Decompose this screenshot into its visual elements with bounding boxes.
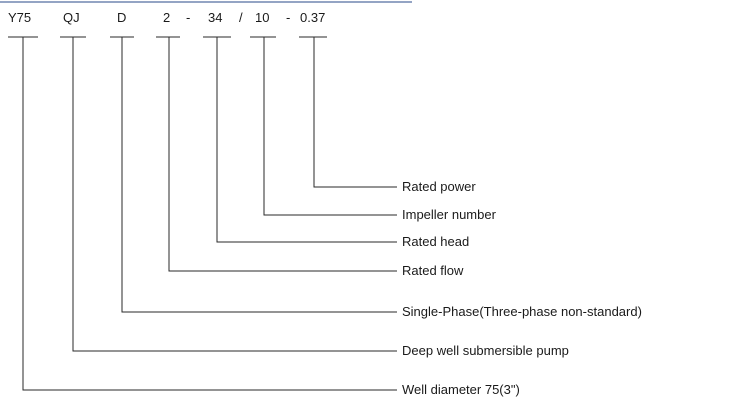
code-segment-phase: D bbox=[117, 10, 126, 25]
desc-phase: Single-Phase(Three-phase non-standard) bbox=[402, 304, 642, 319]
connector-well-diameter bbox=[22, 37, 397, 391]
code-separator-dash-1: - bbox=[186, 10, 190, 25]
descriptions: Rated power Impeller number Rated head R… bbox=[402, 179, 642, 397]
connectors bbox=[22, 37, 397, 391]
code-segment-head: 34 bbox=[208, 10, 222, 25]
desc-pump-type: Deep well submersible pump bbox=[402, 343, 569, 358]
desc-well-diameter: Well diameter 75(3") bbox=[402, 382, 520, 397]
code-segment-impeller: 10 bbox=[255, 10, 269, 25]
connector-impeller-number bbox=[263, 37, 397, 216]
desc-impeller-number: Impeller number bbox=[402, 207, 497, 222]
code-separator-slash: / bbox=[239, 10, 243, 25]
connector-rated-head bbox=[216, 37, 397, 243]
model-code: Y75 QJ D 2 - 34 / 10 - 0.37 bbox=[8, 10, 325, 25]
connector-pump-type bbox=[72, 37, 397, 352]
code-separator-dash-2: - bbox=[286, 10, 290, 25]
connector-phase bbox=[121, 37, 397, 313]
connector-rated-power bbox=[313, 37, 397, 188]
code-segment-power: 0.37 bbox=[300, 10, 325, 25]
code-segment-well-diameter: Y75 bbox=[8, 10, 31, 25]
desc-rated-head: Rated head bbox=[402, 234, 469, 249]
code-segment-pump-type: QJ bbox=[63, 10, 80, 25]
connector-rated-flow bbox=[168, 37, 397, 272]
desc-rated-power: Rated power bbox=[402, 179, 476, 194]
code-segment-flow: 2 bbox=[163, 10, 170, 25]
desc-rated-flow: Rated flow bbox=[402, 263, 464, 278]
